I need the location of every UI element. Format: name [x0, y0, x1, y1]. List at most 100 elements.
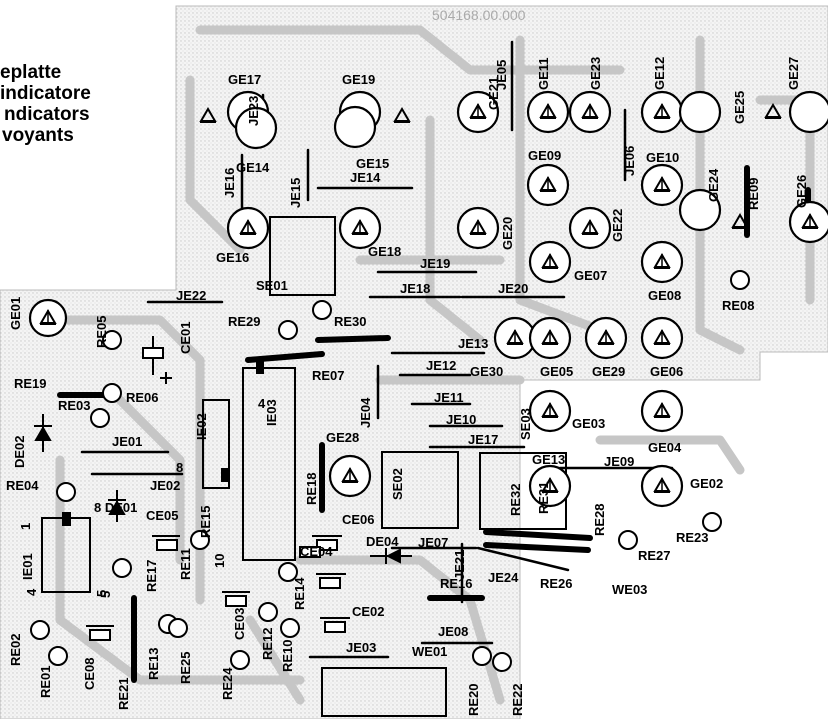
led-ge11: GE11 — [526, 57, 570, 134]
thick-wires — [57, 165, 811, 683]
led-label: GE24 — [706, 168, 721, 202]
led-diode-symbol — [199, 107, 217, 123]
led-label: GE29 — [592, 364, 625, 379]
component-label: RE30 — [334, 314, 367, 329]
component-label: RE25 — [178, 651, 193, 684]
led-ge09: GE09 — [526, 148, 570, 207]
resistor-pad — [472, 646, 492, 666]
resistor-pad — [112, 558, 132, 578]
led-ge24: GE24 — [678, 168, 722, 232]
led-label: GE11 — [536, 57, 551, 90]
resistor-pad — [492, 652, 512, 672]
resistors — [30, 270, 750, 672]
resistor-pad — [312, 300, 332, 320]
component-label: RE28 — [592, 503, 607, 536]
resistor-pad — [730, 270, 750, 290]
component-label: RE08 — [722, 298, 755, 313]
led-label: GE05 — [540, 364, 573, 379]
component-label: JE03 — [346, 640, 376, 655]
component-label: JE01 — [112, 434, 142, 449]
component-label: JE22 — [176, 288, 206, 303]
resistor-pad — [168, 618, 188, 638]
resistor-pad — [56, 482, 76, 502]
led-ge13: GE13 — [528, 452, 572, 508]
component-label: JE10 — [446, 412, 476, 427]
component-label: RE12 — [260, 627, 275, 660]
ic-pin-number: 10 — [212, 554, 227, 568]
component-label: JE15 — [288, 178, 303, 208]
component-label: RE10 — [280, 639, 295, 672]
component-label: RE01 — [38, 665, 53, 698]
component-label: RE05 — [94, 315, 109, 348]
component-label: RE04 — [6, 478, 39, 493]
jumpers — [80, 40, 674, 659]
component-label: CE06 — [342, 512, 375, 527]
led-label: GE01 — [8, 297, 23, 330]
led-label: GE06 — [650, 364, 683, 379]
component-label: JE17 — [468, 432, 498, 447]
component-label: JE13 — [458, 336, 488, 351]
led-ge06: GE06 — [640, 316, 683, 379]
led-label: GE18 — [368, 244, 401, 259]
led-label: GE02 — [690, 476, 723, 491]
led-ge28: GE28 — [326, 430, 372, 498]
resistor-pad — [190, 530, 210, 550]
resistor-pad — [230, 650, 250, 670]
legend-line-3: ndicators — [4, 104, 90, 125]
led-label: GE23 — [588, 57, 603, 90]
component-label: JE18 — [400, 281, 430, 296]
led-ge07: GE07 — [528, 240, 607, 284]
led-diode-symbol — [731, 213, 749, 229]
resistor-pad — [102, 330, 122, 350]
led-ge15: GE15 — [333, 105, 389, 171]
component-label: RE02 — [8, 633, 23, 666]
component-label: RE07 — [312, 368, 345, 383]
resistor-pad — [258, 602, 278, 622]
led-label: GE16 — [216, 250, 249, 265]
component-label: RE06 — [126, 390, 159, 405]
led-label: GE03 — [572, 416, 605, 431]
component-label: RE16 — [440, 576, 473, 591]
led-label: GE28 — [326, 430, 359, 445]
ic-ie03 — [242, 367, 296, 561]
component-label: RE27 — [638, 548, 671, 563]
led-label: GE15 — [356, 156, 389, 171]
led-ge14: GE14 — [234, 106, 278, 175]
component-label: RE11 — [178, 548, 193, 580]
component-label: 8 DE01 — [94, 500, 137, 515]
resistor-pad — [102, 383, 122, 403]
led-label: GE08 — [648, 288, 681, 303]
led-ge18: GE18 — [338, 206, 401, 259]
resistor-pad — [278, 562, 298, 582]
pads — [62, 360, 264, 526]
component-label: RE14 — [292, 577, 307, 610]
component-label: JE04 — [358, 397, 373, 428]
legend-line-4: voyants — [2, 125, 74, 146]
resistor-pad — [278, 320, 298, 340]
ic-pin-number: 8 — [176, 460, 183, 475]
component-label: JE09 — [604, 454, 634, 469]
led-label: GE22 — [610, 209, 625, 242]
component-label: JE21 — [452, 550, 467, 580]
led-diode-symbol — [764, 103, 782, 119]
led-ge01: GE01 — [8, 297, 68, 338]
led-ge23: GE23 — [568, 57, 612, 134]
component-label: CE01 — [178, 321, 193, 354]
led-ge29: GE29 — [584, 316, 628, 379]
component-label: JE20 — [498, 281, 528, 296]
ic-pin-number: 5 — [98, 591, 113, 598]
component-label: JE06 — [622, 146, 637, 176]
led-label: GE17 — [228, 72, 261, 87]
led-ge20: GE20 — [456, 206, 515, 250]
led-label: GE19 — [342, 72, 375, 87]
component-label: JE07 — [418, 535, 448, 550]
component-label: CE02 — [352, 604, 385, 619]
component-label: SE02 — [390, 468, 405, 500]
led-ge16: GE16 — [216, 206, 270, 265]
led-label: GE21 — [486, 77, 501, 110]
component-label: RE20 — [466, 683, 481, 716]
led-label: GE26 — [794, 175, 809, 208]
component-label: CE04 — [300, 544, 333, 559]
component-label: RE23 — [676, 530, 709, 545]
